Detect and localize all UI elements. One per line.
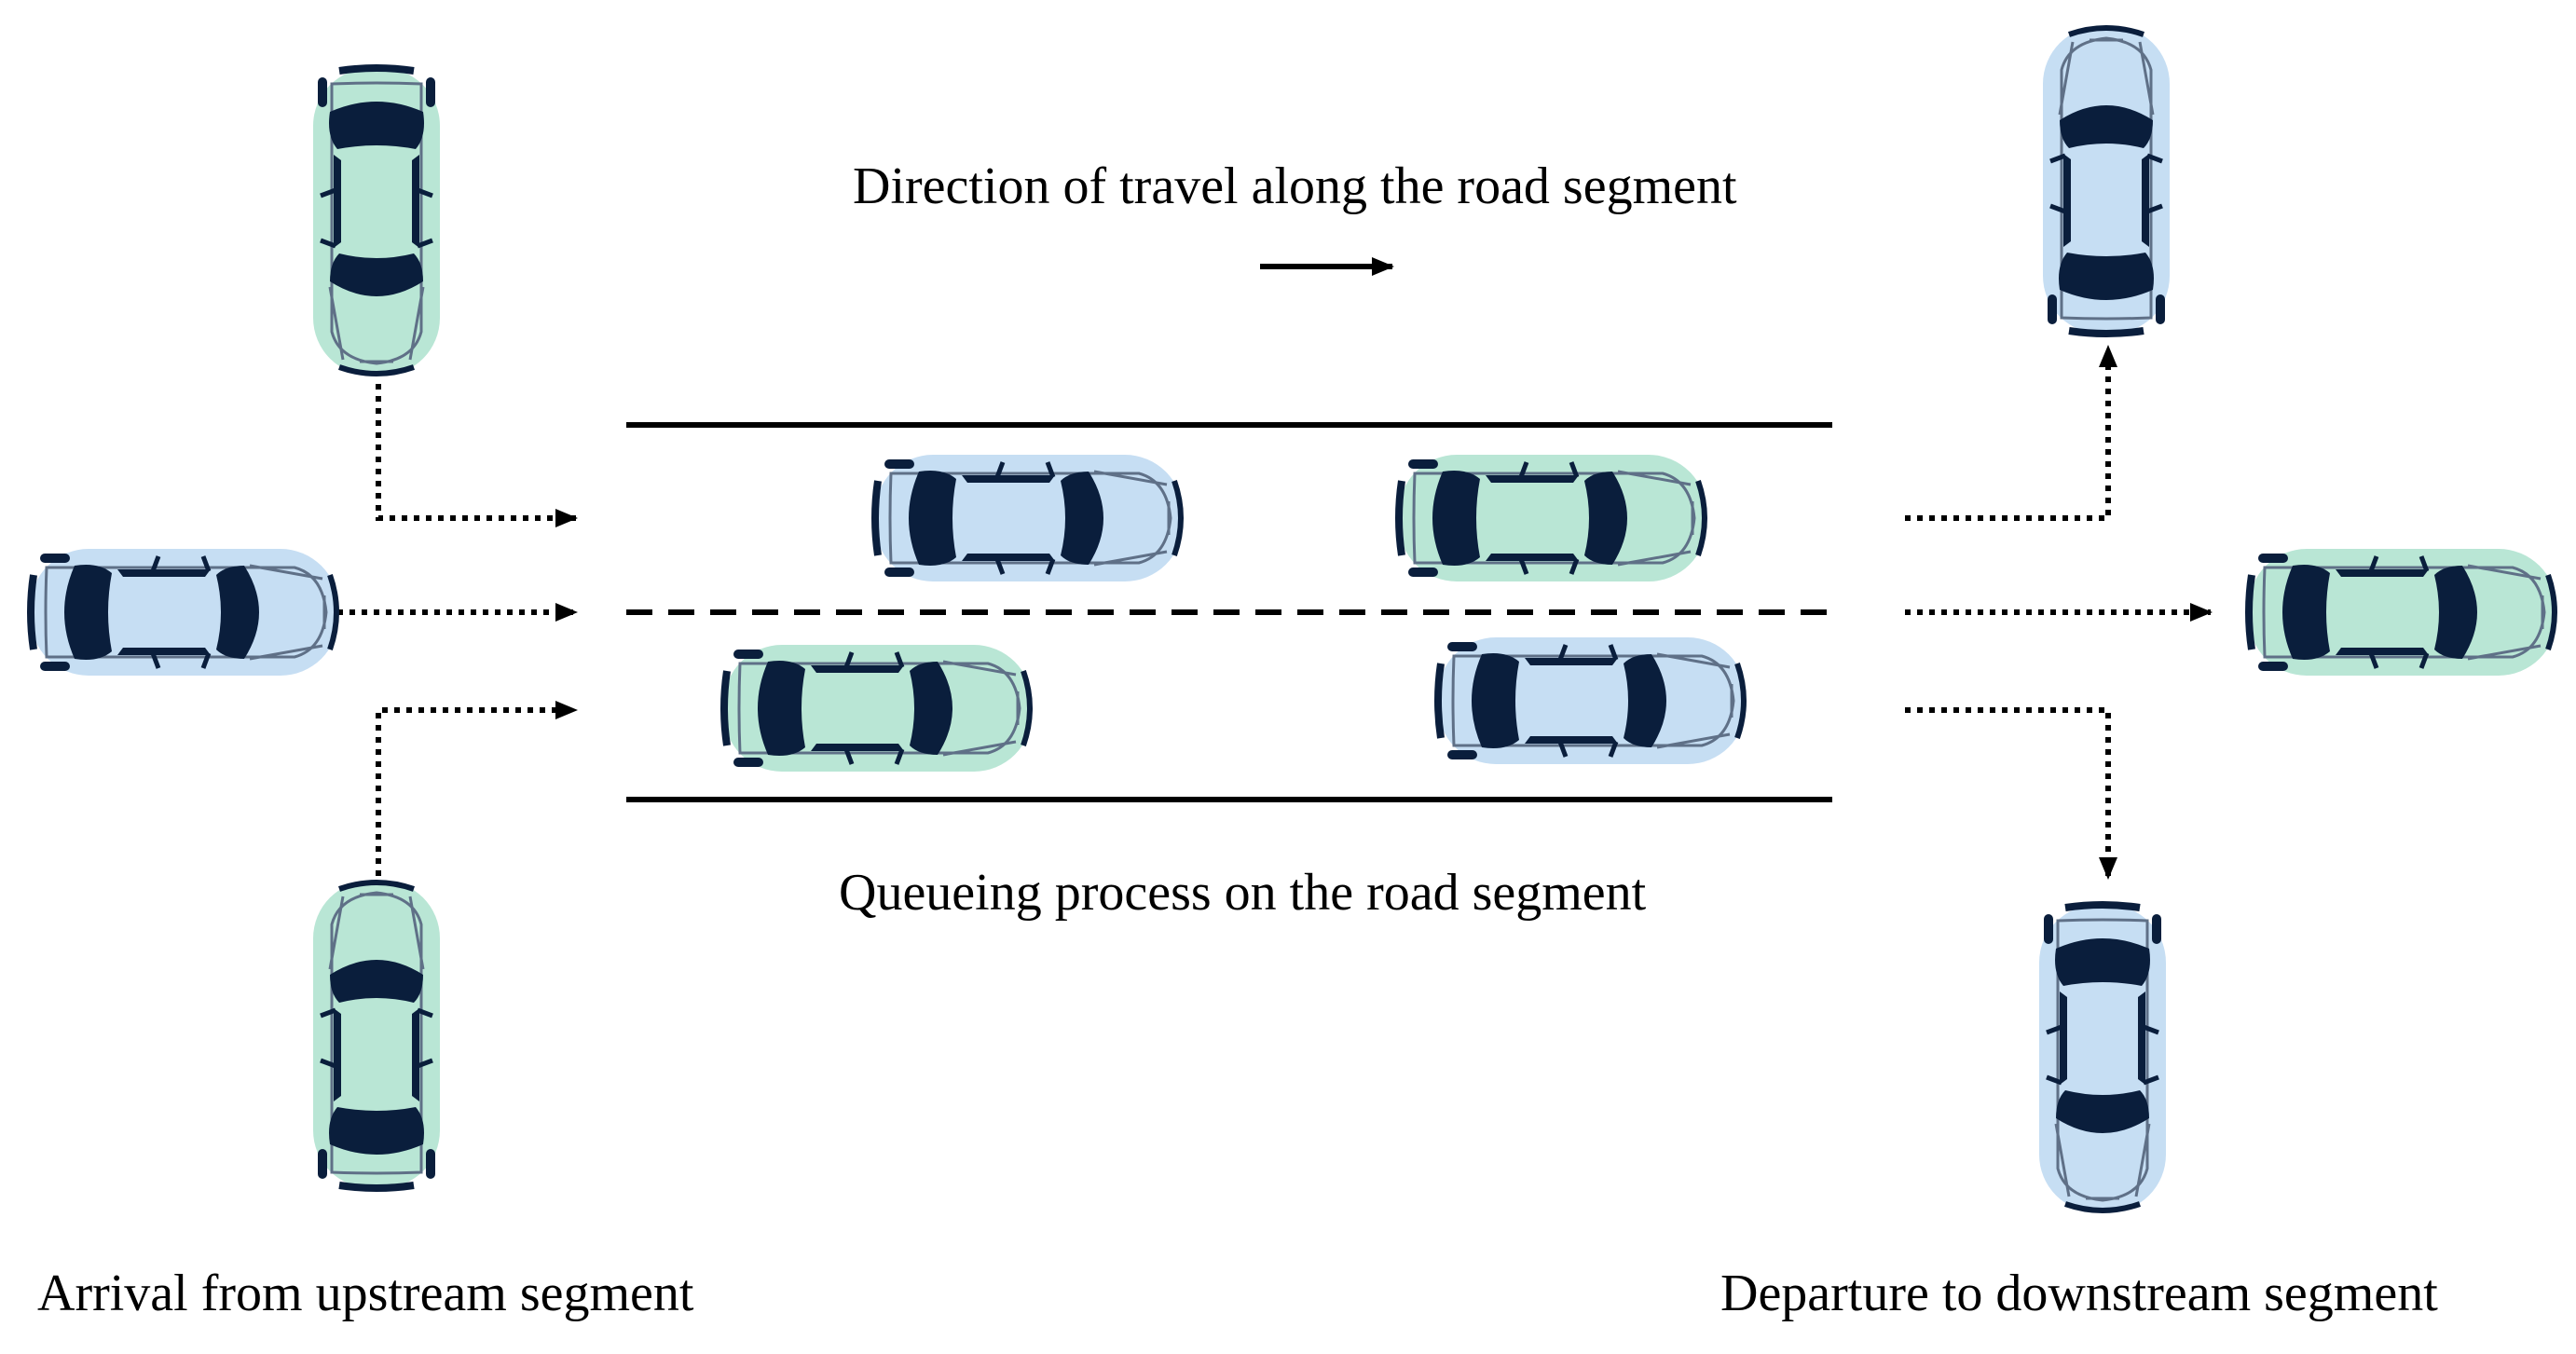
departure-arrow-top (1905, 345, 2117, 521)
departure-label: Departure to downstream segment (1720, 1265, 2438, 1322)
upstream-car-top (313, 68, 440, 376)
downstream-car-middle (2249, 549, 2556, 676)
queued-car-2 (1399, 455, 1706, 581)
upstream-car-bottom (313, 881, 440, 1188)
downstream-car-top (2043, 26, 2170, 334)
arrival-label: Arrival from upstream segment (37, 1265, 694, 1322)
direction-label: Direction of travel along the road segme… (853, 157, 1737, 215)
downstream-car-bottom (2039, 905, 2166, 1212)
upstream-car-middle (31, 549, 338, 676)
queue-label: Queueing process on the road segment (839, 864, 1647, 922)
departure-arrow-bottom (1905, 707, 2117, 880)
queued-car-1 (875, 455, 1183, 581)
queued-car-4 (1438, 637, 1746, 764)
arrival-arrow-top (376, 384, 578, 527)
arrival-arrow-bottom (376, 701, 578, 876)
queued-car-3 (724, 645, 1032, 772)
